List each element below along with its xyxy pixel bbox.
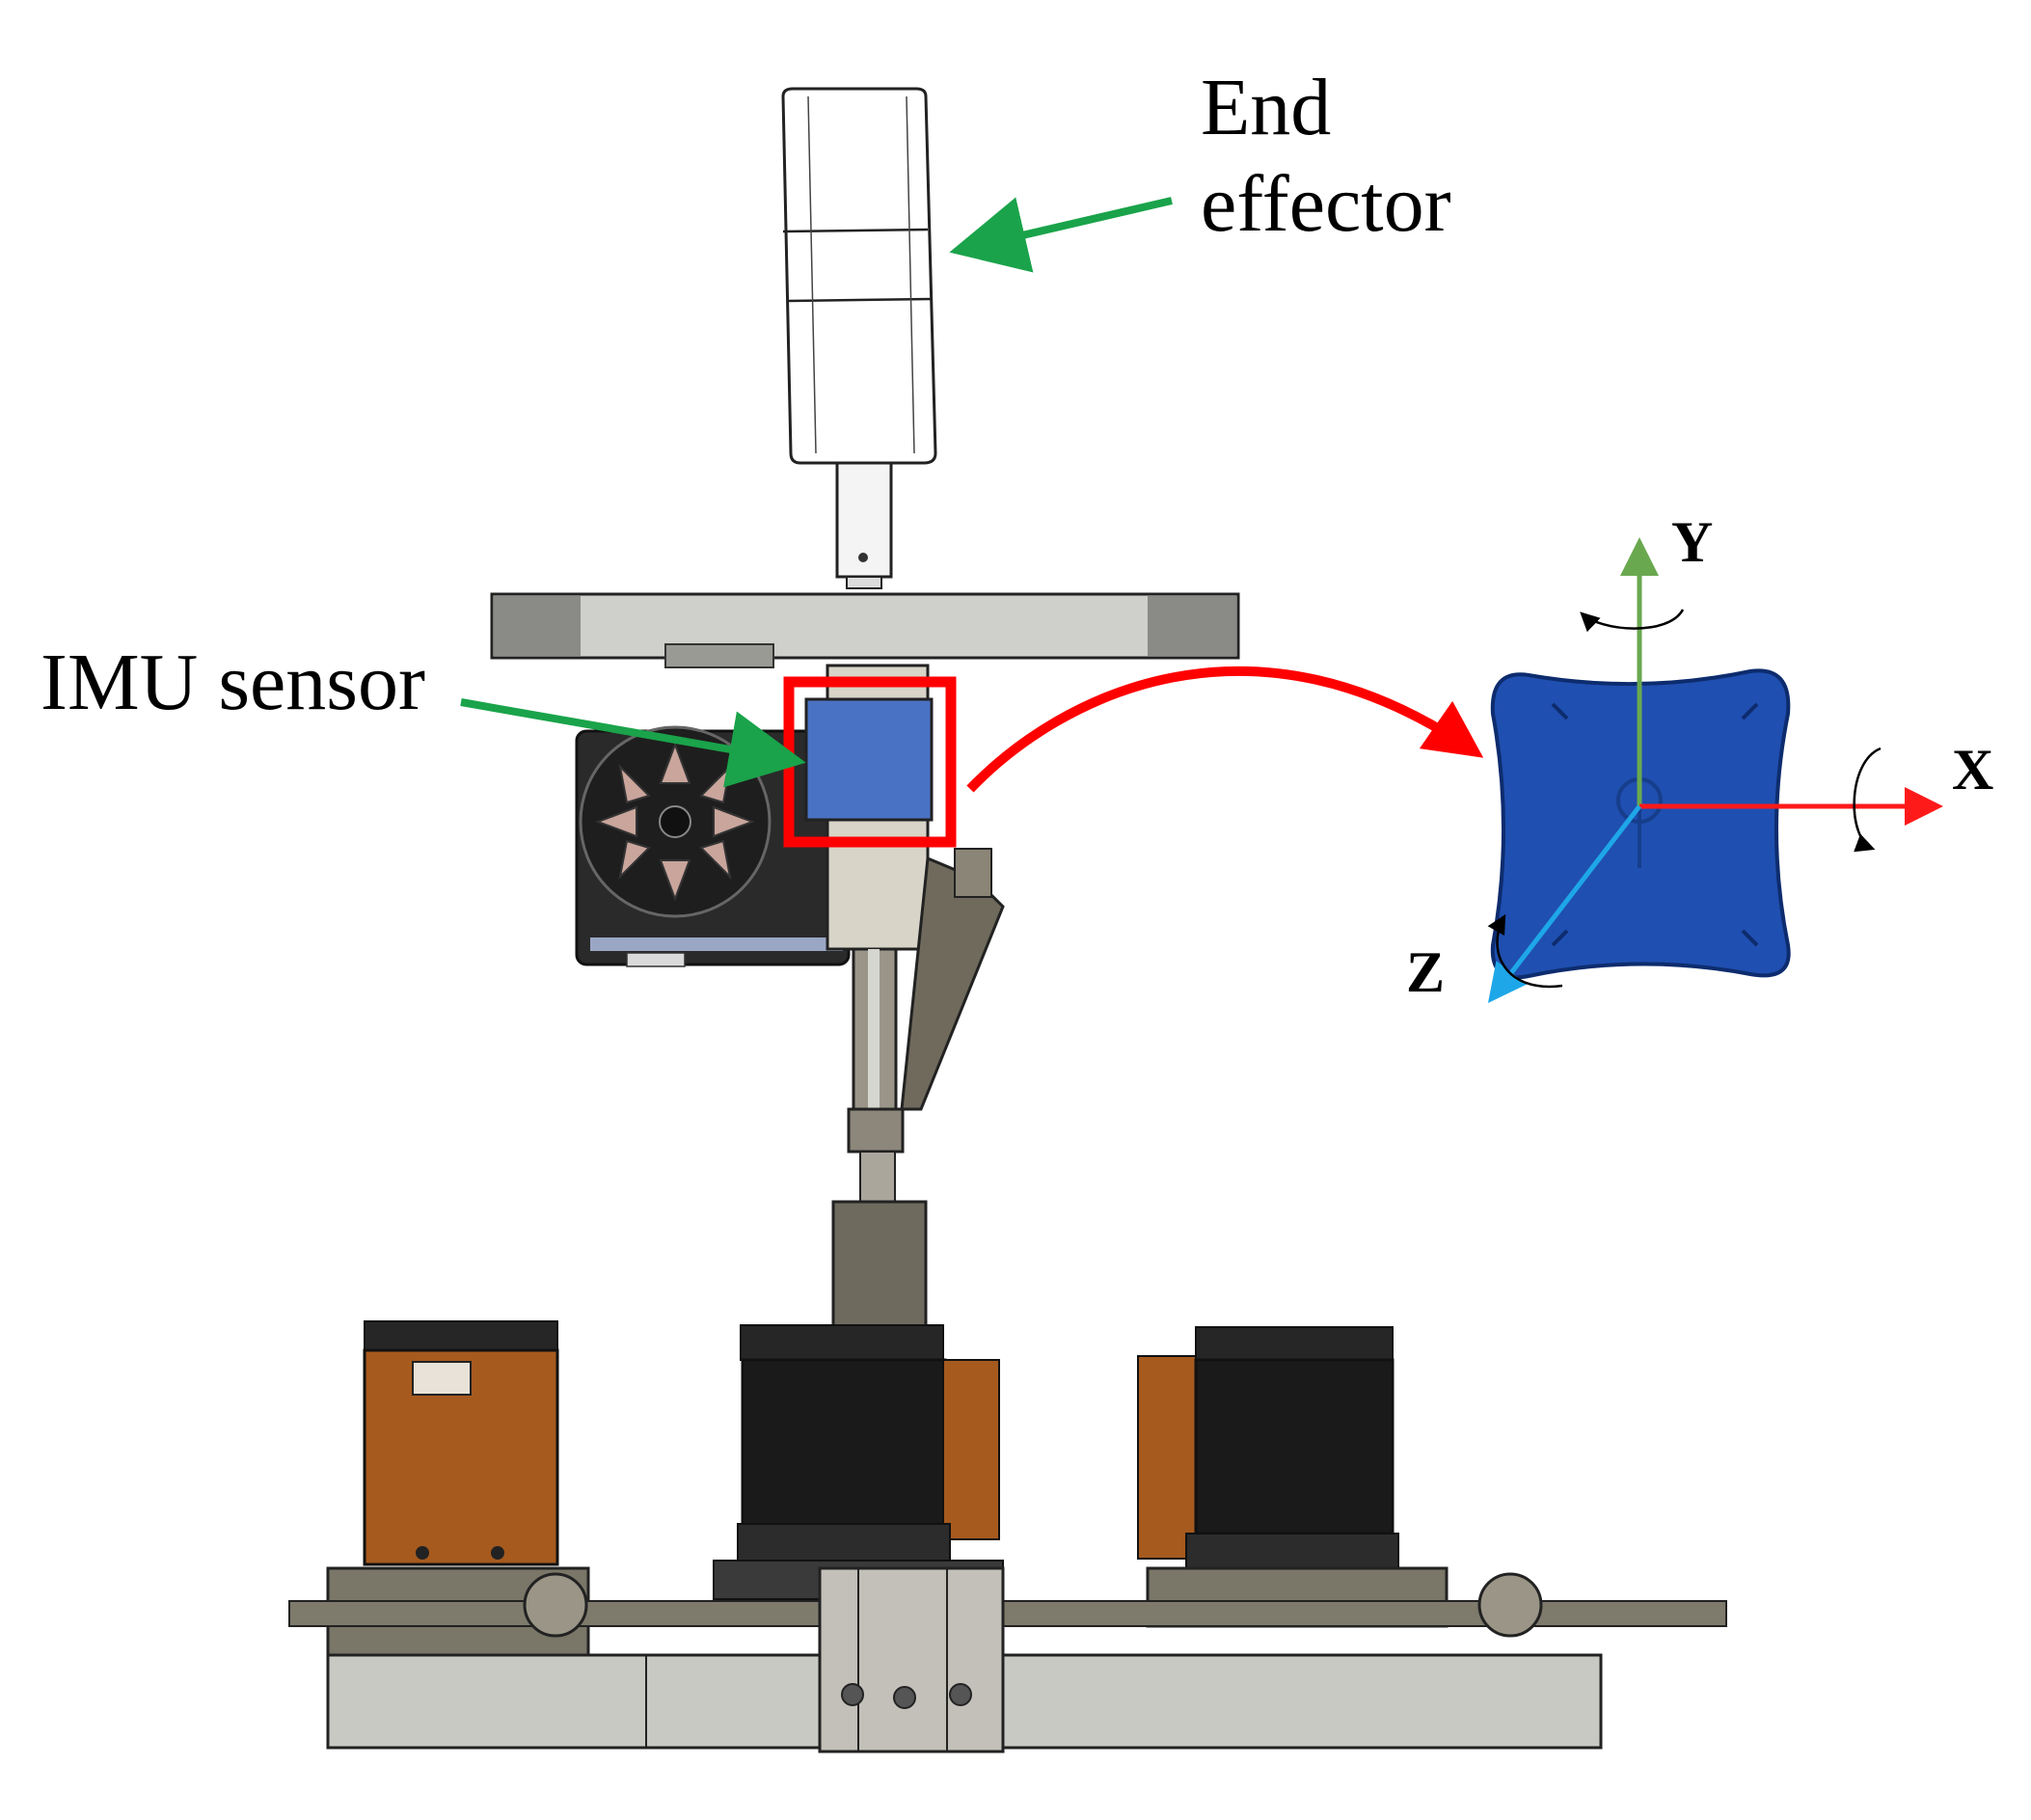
end-effector-label: End effector bbox=[1201, 60, 1451, 253]
joint-motor-disc bbox=[575, 725, 851, 967]
motor-right bbox=[1137, 1326, 1399, 1569]
base-platform bbox=[288, 1566, 1727, 1753]
y-rotation-icon bbox=[1580, 609, 1685, 633]
end-effector-label-line1: End bbox=[1201, 63, 1332, 152]
imu-sensor-pointer-arrow bbox=[460, 698, 806, 788]
zoom-transfer-arrow bbox=[966, 666, 1484, 793]
end-effector bbox=[781, 87, 937, 589]
coordinate-axes bbox=[1487, 537, 1943, 1003]
x-axis-label: X bbox=[1952, 738, 1994, 801]
y-axis-label: Y bbox=[1671, 510, 1714, 574]
top-bar bbox=[490, 592, 1240, 668]
z-axis-arrow bbox=[1487, 804, 1641, 1003]
z-rotation-icon bbox=[1487, 913, 1563, 989]
robot-assembly bbox=[288, 87, 1727, 1753]
end-effector-label-line2: effector bbox=[1201, 159, 1451, 249]
motor-center bbox=[713, 1324, 1004, 1600]
imu-sensor-label: IMU sensor bbox=[41, 638, 425, 727]
end-effector-pointer-arrow bbox=[949, 197, 1173, 273]
z-axis-label: Z bbox=[1406, 940, 1446, 1004]
motor-left bbox=[363, 1320, 559, 1566]
x-rotation-icon bbox=[1853, 747, 1882, 853]
imu-block bbox=[804, 697, 934, 822]
